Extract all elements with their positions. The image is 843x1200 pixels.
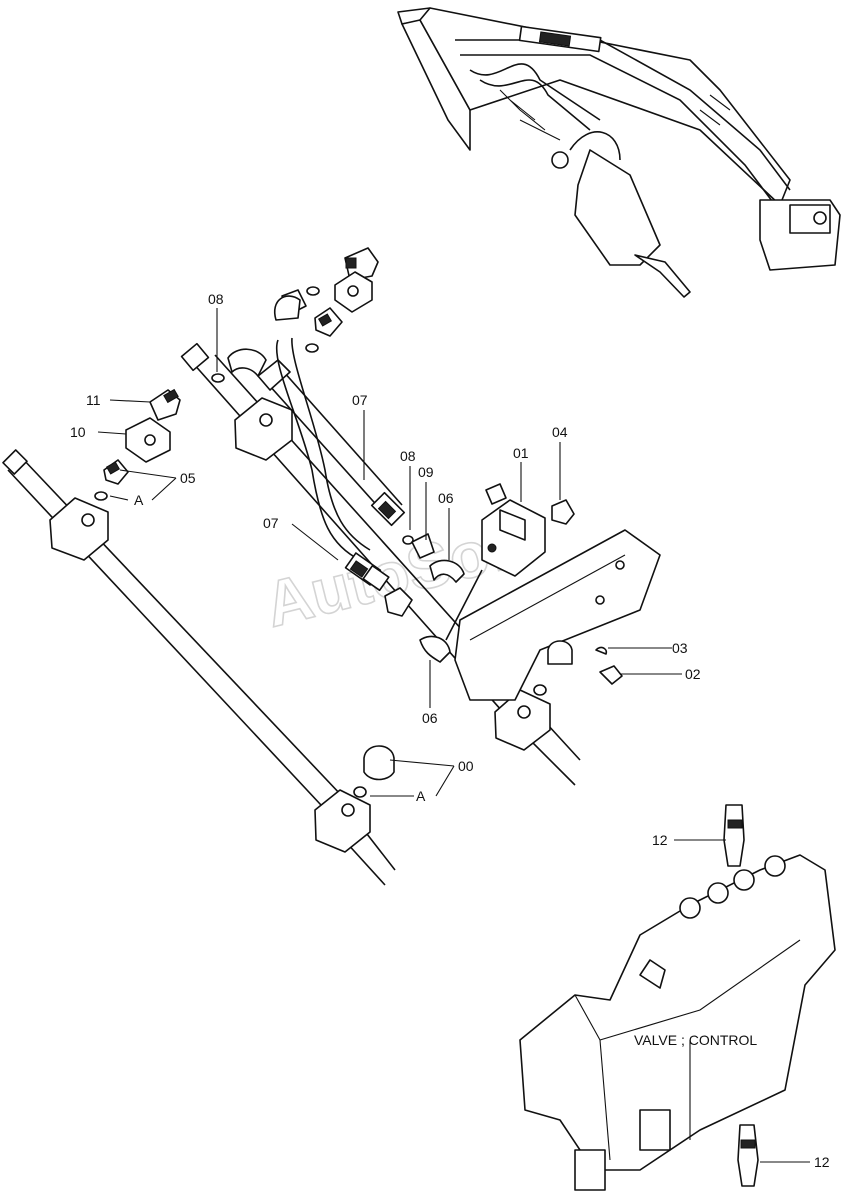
excavator-arm-overview-illustration [397,7,841,298]
callout-12-upper: 12 [652,832,668,848]
callout-a-upper: A [134,492,144,508]
callout-a-lower: A [416,788,426,804]
callout-12-lower: 12 [814,1154,830,1170]
valve-control-caption: VALVE ; CONTROL [634,1032,757,1048]
callout-05: 05 [180,470,196,486]
callout-06-lower: 06 [422,710,438,726]
callout-09: 09 [418,464,434,480]
valve-01-and-bracket [454,483,661,701]
long-pipe-left-assembly [2,449,396,886]
callout-07-lower: 07 [263,515,279,531]
callout-04: 04 [552,424,568,440]
leader-lines [97,308,810,1163]
middle-fittings [384,533,483,663]
control-valve-illustration [519,804,836,1191]
top-fittings [211,247,379,383]
callout-03: 03 [672,640,688,656]
left-fitting-cluster [94,388,181,501]
callout-01: 01 [513,445,529,461]
fitting-00 [353,745,395,798]
callout-11: 11 [86,392,101,408]
callout-06-upper: 06 [438,490,454,506]
callout-10: 10 [70,424,86,440]
hose-07-assembly [227,289,406,592]
callout-08-upper: 08 [208,291,224,307]
callout-08-middle: 08 [400,448,416,464]
callout-00: 00 [458,758,474,774]
callout-02: 02 [685,666,701,682]
callout-07-upper: 07 [352,392,368,408]
